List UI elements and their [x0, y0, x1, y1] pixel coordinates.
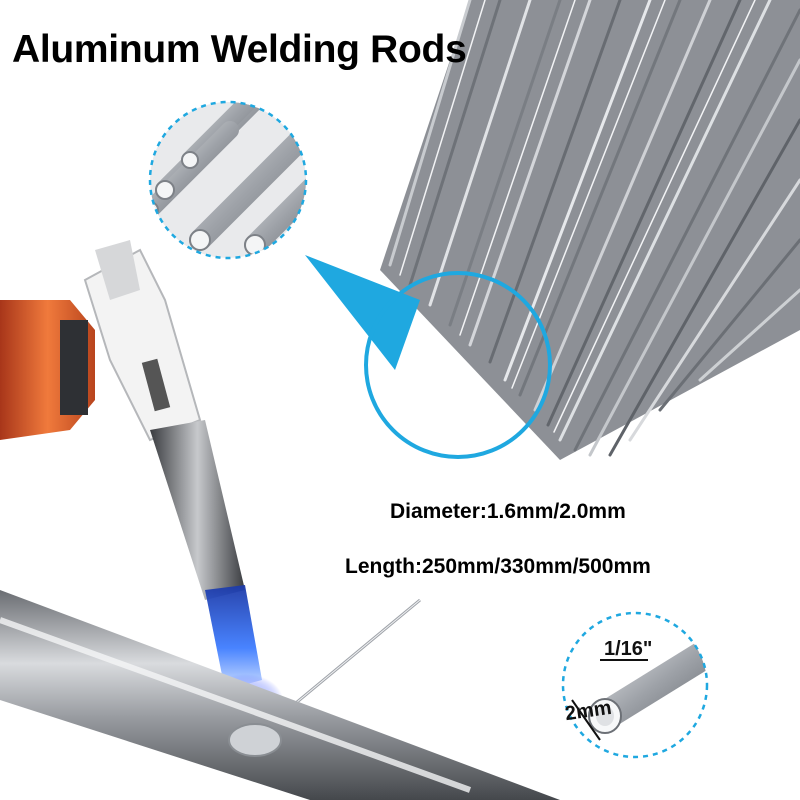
metal-pipe	[0, 590, 560, 800]
inch-dimension-label: 1/16"	[604, 638, 653, 660]
welding-torch	[0, 240, 283, 726]
zoom-rod-tips	[148, 100, 308, 260]
callout-pointer	[305, 255, 420, 370]
filler-wire-highlight	[284, 599, 421, 713]
rod-cross-section	[561, 611, 709, 759]
diameter-spec: Diameter:1.6mm/2.0mm	[390, 500, 626, 523]
rod-bundle	[380, 0, 800, 460]
length-spec: Length:250mm/330mm/500mm	[345, 555, 651, 578]
highlight-ring	[364, 271, 552, 459]
page-title: Aluminum Welding Rods	[12, 28, 467, 71]
